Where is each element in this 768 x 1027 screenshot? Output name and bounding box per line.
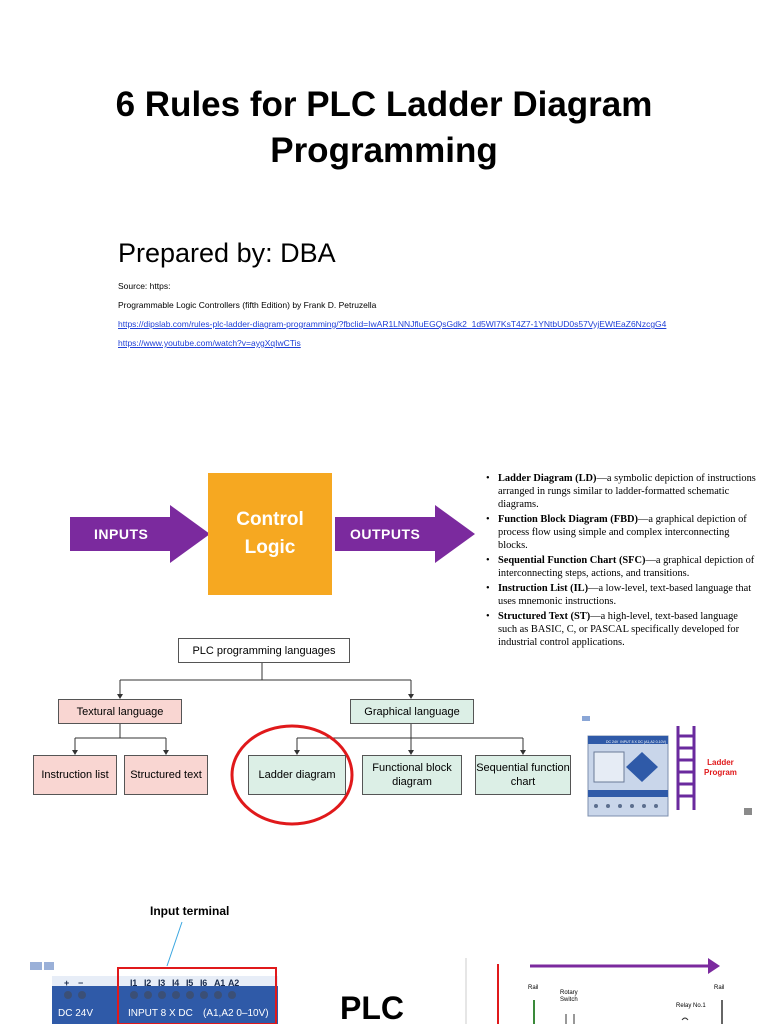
language-list: Ladder Diagram (LD)—a symbolic depiction… xyxy=(484,472,756,651)
plc-input-label: INPUT 8 X DC xyxy=(128,1008,193,1019)
plc-device-illustration xyxy=(582,716,752,817)
ladder-program-label: Ladder Program xyxy=(704,758,737,777)
outputs-label: OUTPUTS xyxy=(350,526,421,542)
sequential-chart-box: Sequential function chart xyxy=(475,755,571,795)
graphical-language-box: Graphical language xyxy=(350,699,474,724)
language-item-il: Instruction List (IL)—a low-level, text-… xyxy=(484,582,756,608)
plc-terminal-illustration xyxy=(30,921,723,1024)
inputs-label: INPUTS xyxy=(94,526,149,542)
relay-label: Relay No.1 xyxy=(676,1003,706,1009)
input-terminal-label: Input terminal xyxy=(150,904,230,918)
outputs-arrow xyxy=(335,505,475,563)
tree-root: PLC programming languages xyxy=(178,638,350,663)
control-logic-line-1: Control xyxy=(236,509,304,530)
language-item-fbd: Function Block Diagram (FBD)—a graphical… xyxy=(484,513,756,552)
ladder-diagram-box: Ladder diagram xyxy=(248,755,346,795)
instruction-list-box: Instruction list xyxy=(33,755,117,795)
source-link-dipslab[interactable]: https://dipslab.com/rules-plc-ladder-dia… xyxy=(118,319,667,329)
prepared-by: Prepared by: DBA xyxy=(118,238,336,268)
book-reference: Programmable Logic Controllers (fifth Ed… xyxy=(118,300,377,310)
page-title: 6 Rules for PLC Ladder Diagram Programmi… xyxy=(0,82,768,174)
language-item-sfc: Sequential Function Chart (SFC)—a graphi… xyxy=(484,554,756,580)
inputs-arrow xyxy=(70,505,210,563)
language-item-ld: Ladder Diagram (LD)—a symbolic depiction… xyxy=(484,472,756,511)
rail-left-label: Rail xyxy=(528,985,539,991)
plc-small-header: DC 24V INPUT 8 X DC (A1,A2 0-10V) xyxy=(606,740,666,744)
plc-dc-label: DC 24V xyxy=(58,1008,94,1019)
plc-analog-label: (A1,A2 0–10V) xyxy=(203,1008,269,1019)
functional-block-box: Functional block diagram xyxy=(362,755,462,795)
textural-language-box: Textural language xyxy=(58,699,182,724)
structured-text-box: Structured text xyxy=(124,755,208,795)
source-link-youtube[interactable]: https://www.youtube.com/watch?v=aygXqIwC… xyxy=(118,338,301,348)
title-line-2: Programming xyxy=(270,131,498,170)
control-logic-line-2: Logic xyxy=(244,537,296,558)
plc-small-analog: (A1,A2 0-10V) xyxy=(643,740,667,744)
plc-heading: PLC xyxy=(340,990,404,1026)
plc-small-input: INPUT 8 X DC xyxy=(620,740,643,744)
rotary-switch-label: Rotary Switch xyxy=(560,990,578,1003)
control-logic-box: Control Logic xyxy=(208,473,332,595)
title-line-1: 6 Rules for PLC Ladder Diagram xyxy=(115,85,653,124)
rail-right-label: Rail xyxy=(714,985,725,991)
plc-small-dc: DC 24V xyxy=(606,740,619,744)
language-item-st: Structured Text (ST)—a high-level, text-… xyxy=(484,610,756,649)
source-label: Source: https: xyxy=(118,281,171,291)
